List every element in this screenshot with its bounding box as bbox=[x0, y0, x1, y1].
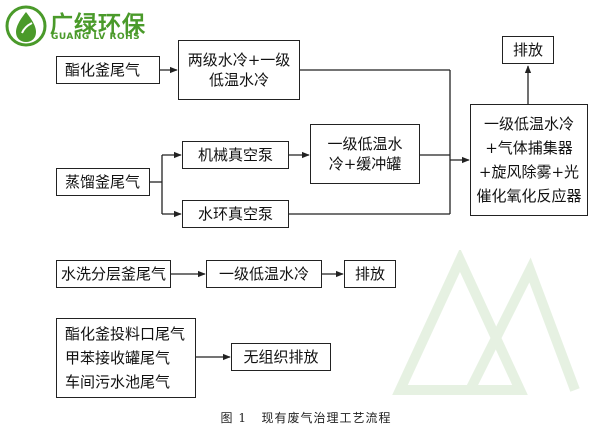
watermark-logo bbox=[392, 250, 580, 395]
box-discharge-middle: 排放 bbox=[344, 260, 396, 288]
box-low-temp-cooling-buffer: 一级低温水 冷+缓冲罐 bbox=[310, 124, 420, 184]
box-distillation-tail-gas: 蒸馏釜尾气 bbox=[56, 168, 150, 196]
box-combined-treatment: 一级低温水冷 +气体捕集器 +旋风除雾+光 催化氧化反应器 bbox=[470, 104, 588, 216]
box-washing-layering-tail-gas: 水洗分层釜尾气 bbox=[56, 260, 171, 288]
box-water-ring-vacuum-pump: 水环真空泵 bbox=[182, 200, 289, 228]
logo-name-en: GUANG LV ROHS bbox=[51, 32, 141, 42]
figure-caption: 图 1 现有废气治理工艺流程 bbox=[220, 411, 392, 425]
box-two-stage-cooling: 两级水冷+一级 低温水冷 bbox=[178, 40, 300, 100]
logo-name-cn: 广绿环保 bbox=[50, 12, 146, 38]
box-unorganized-discharge: 无组织排放 bbox=[231, 343, 331, 371]
box-discharge-top: 排放 bbox=[502, 36, 554, 64]
green-leaf-drop-icon bbox=[5, 5, 47, 47]
box-fugitive-sources: 酯化釜投料口尾气 甲苯接收罐尾气 车间污水池尾气 bbox=[56, 318, 196, 398]
box-esterification-tail-gas: 酯化釜尾气 bbox=[56, 56, 160, 84]
box-one-stage-low-temp-cooling: 一级低温水冷 bbox=[206, 260, 322, 288]
company-logo: 广绿环保 GUANG LV ROHS bbox=[4, 4, 184, 48]
box-mechanical-vacuum-pump: 机械真空泵 bbox=[182, 141, 289, 169]
